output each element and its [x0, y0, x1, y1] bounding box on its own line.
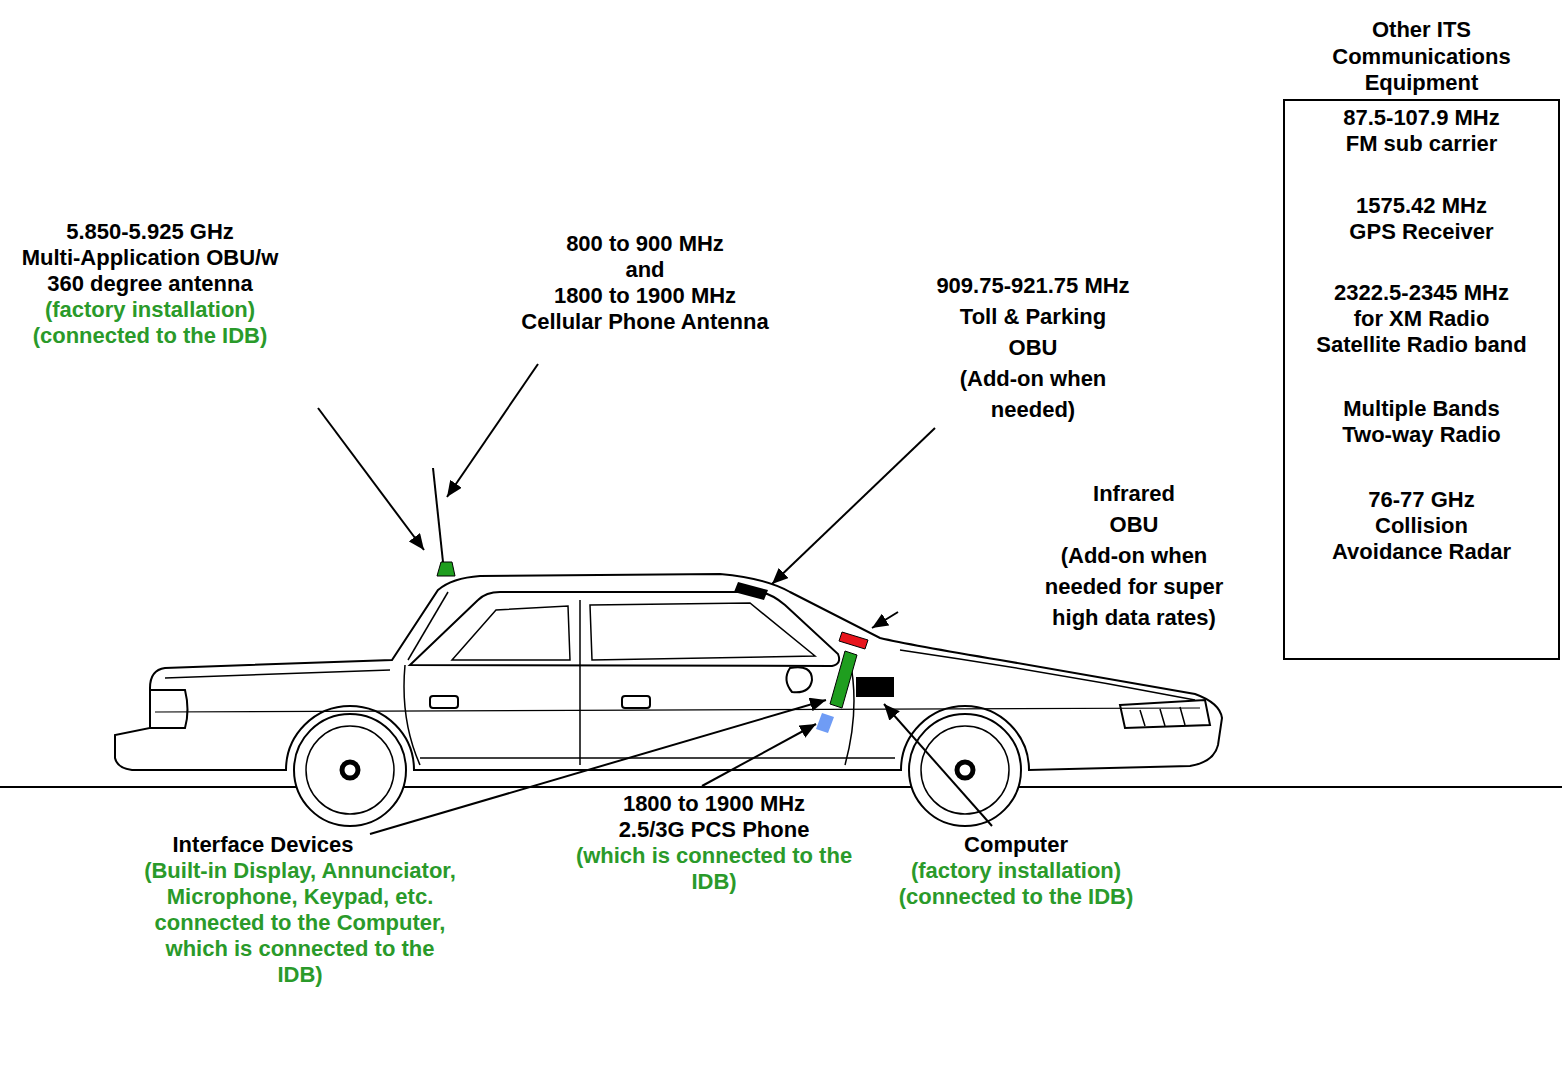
- connection-note: (connected to the IDB): [33, 323, 268, 349]
- hub: [957, 762, 973, 778]
- leader-line: [318, 408, 424, 550]
- door-line: [404, 665, 420, 765]
- body-crease: [155, 708, 1200, 712]
- install-note: (factory installation): [45, 297, 255, 323]
- connection-note: (Built-in Display, Annunciator, Micropho…: [144, 858, 456, 988]
- callout-label: Computer: [964, 832, 1068, 858]
- front-wheel: [909, 714, 1021, 826]
- trunk-line: [165, 670, 390, 678]
- head-light: [1120, 700, 1210, 728]
- side-mirror: [786, 667, 812, 692]
- sill-line: [420, 757, 895, 759]
- leader-line: [447, 364, 538, 497]
- connection-note: (which is connected to the IDB): [576, 843, 852, 895]
- door-handle: [622, 696, 650, 708]
- list-item: 1575.42 MHz GPS Receiver: [1285, 193, 1558, 245]
- tail-light: [150, 690, 188, 728]
- rim: [921, 726, 1009, 814]
- list-item: Multiple Bands Two-way Radio: [1285, 396, 1558, 448]
- callout-label: 1800 to 1900 MHz 2.5/3G PCS Phone: [619, 791, 810, 843]
- infrared-obu: [839, 632, 868, 649]
- car-body: [115, 574, 1222, 770]
- door-line: [579, 600, 581, 765]
- front-side-window: [590, 603, 815, 660]
- obu-antenna: [437, 562, 455, 576]
- list-item: 2322.5-2345 MHz for XM Radio Satellite R…: [1285, 280, 1558, 358]
- rim: [306, 726, 394, 814]
- hood-line: [900, 650, 1195, 700]
- hub: [342, 762, 358, 778]
- list-item: 76-77 GHz Collision Avoidance Radar: [1285, 487, 1558, 565]
- leader-line: [872, 612, 898, 628]
- rear-wheel: [294, 714, 406, 826]
- rear-pillar: [408, 592, 448, 660]
- list-frame: 87.5-107.9 MHz FM sub carrier 1575.42 MHz…: [1283, 99, 1560, 660]
- toll-obu: [734, 582, 768, 600]
- callout-label: 800 to 900 MHz and 1800 to 1900 MHz Cell…: [521, 231, 768, 335]
- interface-device: [830, 651, 857, 708]
- leader-lines: [318, 364, 992, 834]
- computer-unit: [856, 677, 894, 697]
- list-item: 87.5-107.9 MHz FM sub carrier: [1285, 105, 1558, 157]
- grille: [1140, 707, 1185, 726]
- rear-side-window: [452, 606, 570, 660]
- tire: [294, 714, 406, 826]
- ground-line: [0, 786, 1562, 788]
- callout-label: 909.75-921.75 MHz Toll & Parking OBU (Ad…: [936, 270, 1129, 425]
- list-heading: Other ITS Communications Equipment: [1283, 17, 1560, 97]
- install-note: (factory installation): [911, 858, 1121, 884]
- pcs-phone: [816, 713, 834, 733]
- leader-line: [702, 724, 816, 786]
- connection-note: (connected to the IDB): [899, 884, 1134, 910]
- callout-label: 5.850-5.925 GHz Multi-Application OBU/w …: [22, 219, 279, 297]
- leader-line: [884, 704, 992, 826]
- callout-label: Infrared OBU (Add-on when needed for sup…: [1045, 478, 1223, 633]
- cell-antenna: [433, 468, 443, 562]
- window-frame: [410, 592, 839, 666]
- callout-label: Interface Devices: [173, 832, 354, 858]
- leader-line: [772, 428, 935, 584]
- door-handle: [430, 696, 458, 708]
- tire: [909, 714, 1021, 826]
